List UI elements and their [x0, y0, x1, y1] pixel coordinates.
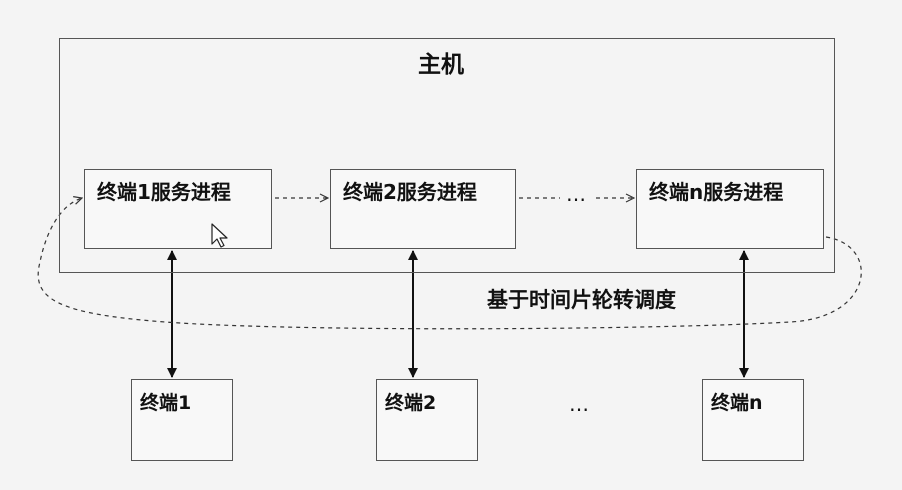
process-label-1: 终端1服务进程 — [97, 180, 231, 204]
terminal-ellipsis: … — [569, 392, 589, 416]
process-label-n: 终端n服务进程 — [649, 180, 784, 204]
terminal-label-2: 终端2 — [385, 392, 437, 414]
host-title: 主机 — [418, 52, 464, 78]
terminal-box-2: 终端2 — [376, 379, 478, 461]
process-box-1: 终端1服务进程 — [84, 169, 272, 249]
terminal-label-n: 终端n — [711, 392, 763, 414]
host-box — [59, 38, 835, 273]
terminal-box-n: 终端n — [702, 379, 804, 461]
terminal-label-1: 终端1 — [140, 392, 192, 414]
mouse-pointer-icon — [211, 223, 228, 248]
dashed-loop-back — [37, 198, 862, 330]
schedule-label: 基于时间片轮转调度 — [487, 288, 676, 312]
process-box-2: 终端2服务进程 — [330, 169, 516, 249]
terminal-box-1: 终端1 — [131, 379, 233, 461]
process-label-2: 终端2服务进程 — [343, 180, 477, 204]
process-box-n: 终端n服务进程 — [636, 169, 824, 249]
process-ellipsis: … — [566, 182, 586, 206]
